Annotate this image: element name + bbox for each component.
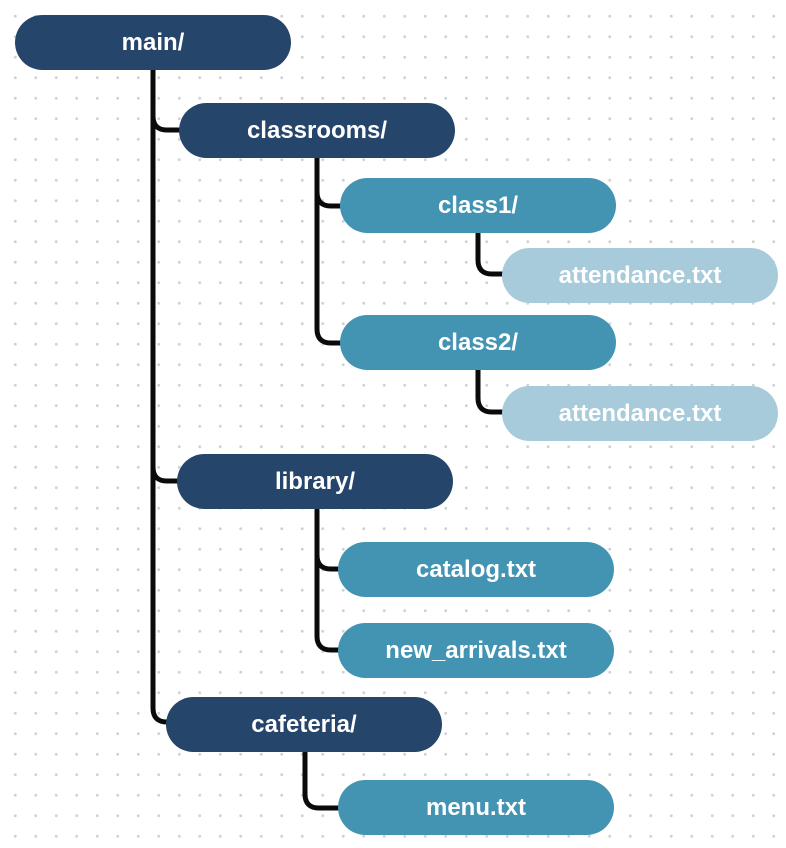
connector-class2-file [475,367,511,415]
file-node-new-arrivals[interactable]: new_arrivals.txt [338,623,614,678]
folder-label-library: library/ [274,467,356,495]
file-label-new-arrivals: new_arrivals.txt [385,636,567,664]
connector-cafeteria-menu [302,749,348,811]
file-node-menu[interactable]: menu.txt [338,780,614,835]
file-node-class1-attendance[interactable]: attendance.txt [502,248,778,303]
folder-label-cafeteria: cafeteria/ [251,710,357,738]
connector-class1-file [475,229,511,277]
folder-label-classrooms: classrooms/ [246,116,388,144]
folder-node-classrooms[interactable]: classrooms/ [179,103,455,158]
file-label-menu: menu.txt [425,793,526,821]
folder-label-main: main/ [121,28,185,56]
folder-node-class1[interactable]: class1/ [340,178,616,233]
connector-library-catalog [314,552,348,572]
folder-node-main[interactable]: main/ [15,15,291,70]
folder-node-cafeteria[interactable]: cafeteria/ [166,697,442,752]
folder-label-class2: class2/ [437,328,519,356]
file-label-catalog: catalog.txt [415,555,537,583]
folder-label-class1: class1/ [437,191,519,219]
folder-node-class2[interactable]: class2/ [340,315,616,370]
file-label-class1-attendance: attendance.txt [558,261,722,289]
connector-classrooms-class1 [314,189,348,209]
folder-node-library[interactable]: library/ [177,454,453,509]
connector-library-trunk [314,507,348,653]
connector-main-library [150,464,188,484]
connector-main-classrooms [150,113,188,133]
connector-classrooms-trunk [314,155,348,346]
file-node-catalog[interactable]: catalog.txt [338,542,614,597]
file-node-class2-attendance[interactable]: attendance.txt [502,386,778,441]
connector-main-trunk [150,67,178,725]
file-label-class2-attendance: attendance.txt [558,399,722,427]
